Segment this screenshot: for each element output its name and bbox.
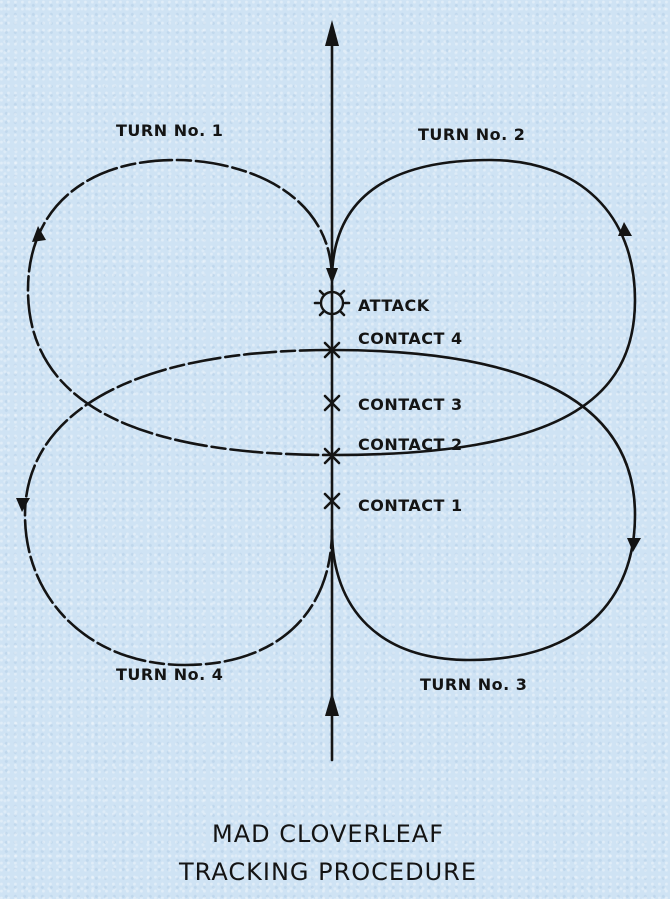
attack-burst-icon — [313, 284, 351, 322]
diagram-title-line1: MAD CLOVERLEAF — [212, 820, 444, 848]
top-arrowhead-icon — [325, 20, 339, 46]
convergence-arrow-icon — [326, 268, 338, 284]
turn3-label: TURN No. 3 — [420, 675, 527, 694]
turn2-direction-arrow-icon — [618, 222, 632, 236]
turn2-label: TURN No. 2 — [418, 125, 525, 144]
diagram-title-line2: TRACKING PROCEDURE — [178, 858, 477, 886]
turn4-direction-arrow-icon — [16, 498, 30, 512]
turn3-direction-arrow-icon — [627, 538, 641, 552]
contact3-label: CONTACT 3 — [358, 395, 463, 414]
attack-label: ATTACK — [358, 296, 430, 315]
contact2-marker-icon — [323, 447, 341, 465]
contact2-label: CONTACT 2 — [358, 435, 463, 454]
lower-left-lobe-path — [23, 348, 334, 667]
contact4-label: CONTACT 4 — [358, 329, 463, 348]
bottom-arrowhead-icon — [325, 692, 339, 716]
contact1-label: CONTACT 1 — [358, 496, 463, 515]
contact4-marker-icon — [323, 341, 341, 359]
lower-right-lobe-path — [330, 348, 637, 662]
contact3-marker-icon — [323, 394, 341, 412]
upper-left-lobe-path — [26, 158, 334, 457]
upper-right-lobe-path — [330, 158, 637, 457]
turn1-label: TURN No. 1 — [116, 121, 223, 140]
turn4-label: TURN No. 4 — [116, 665, 223, 684]
turn1-direction-arrow-icon — [32, 226, 46, 242]
contact1-marker-icon — [323, 492, 341, 510]
